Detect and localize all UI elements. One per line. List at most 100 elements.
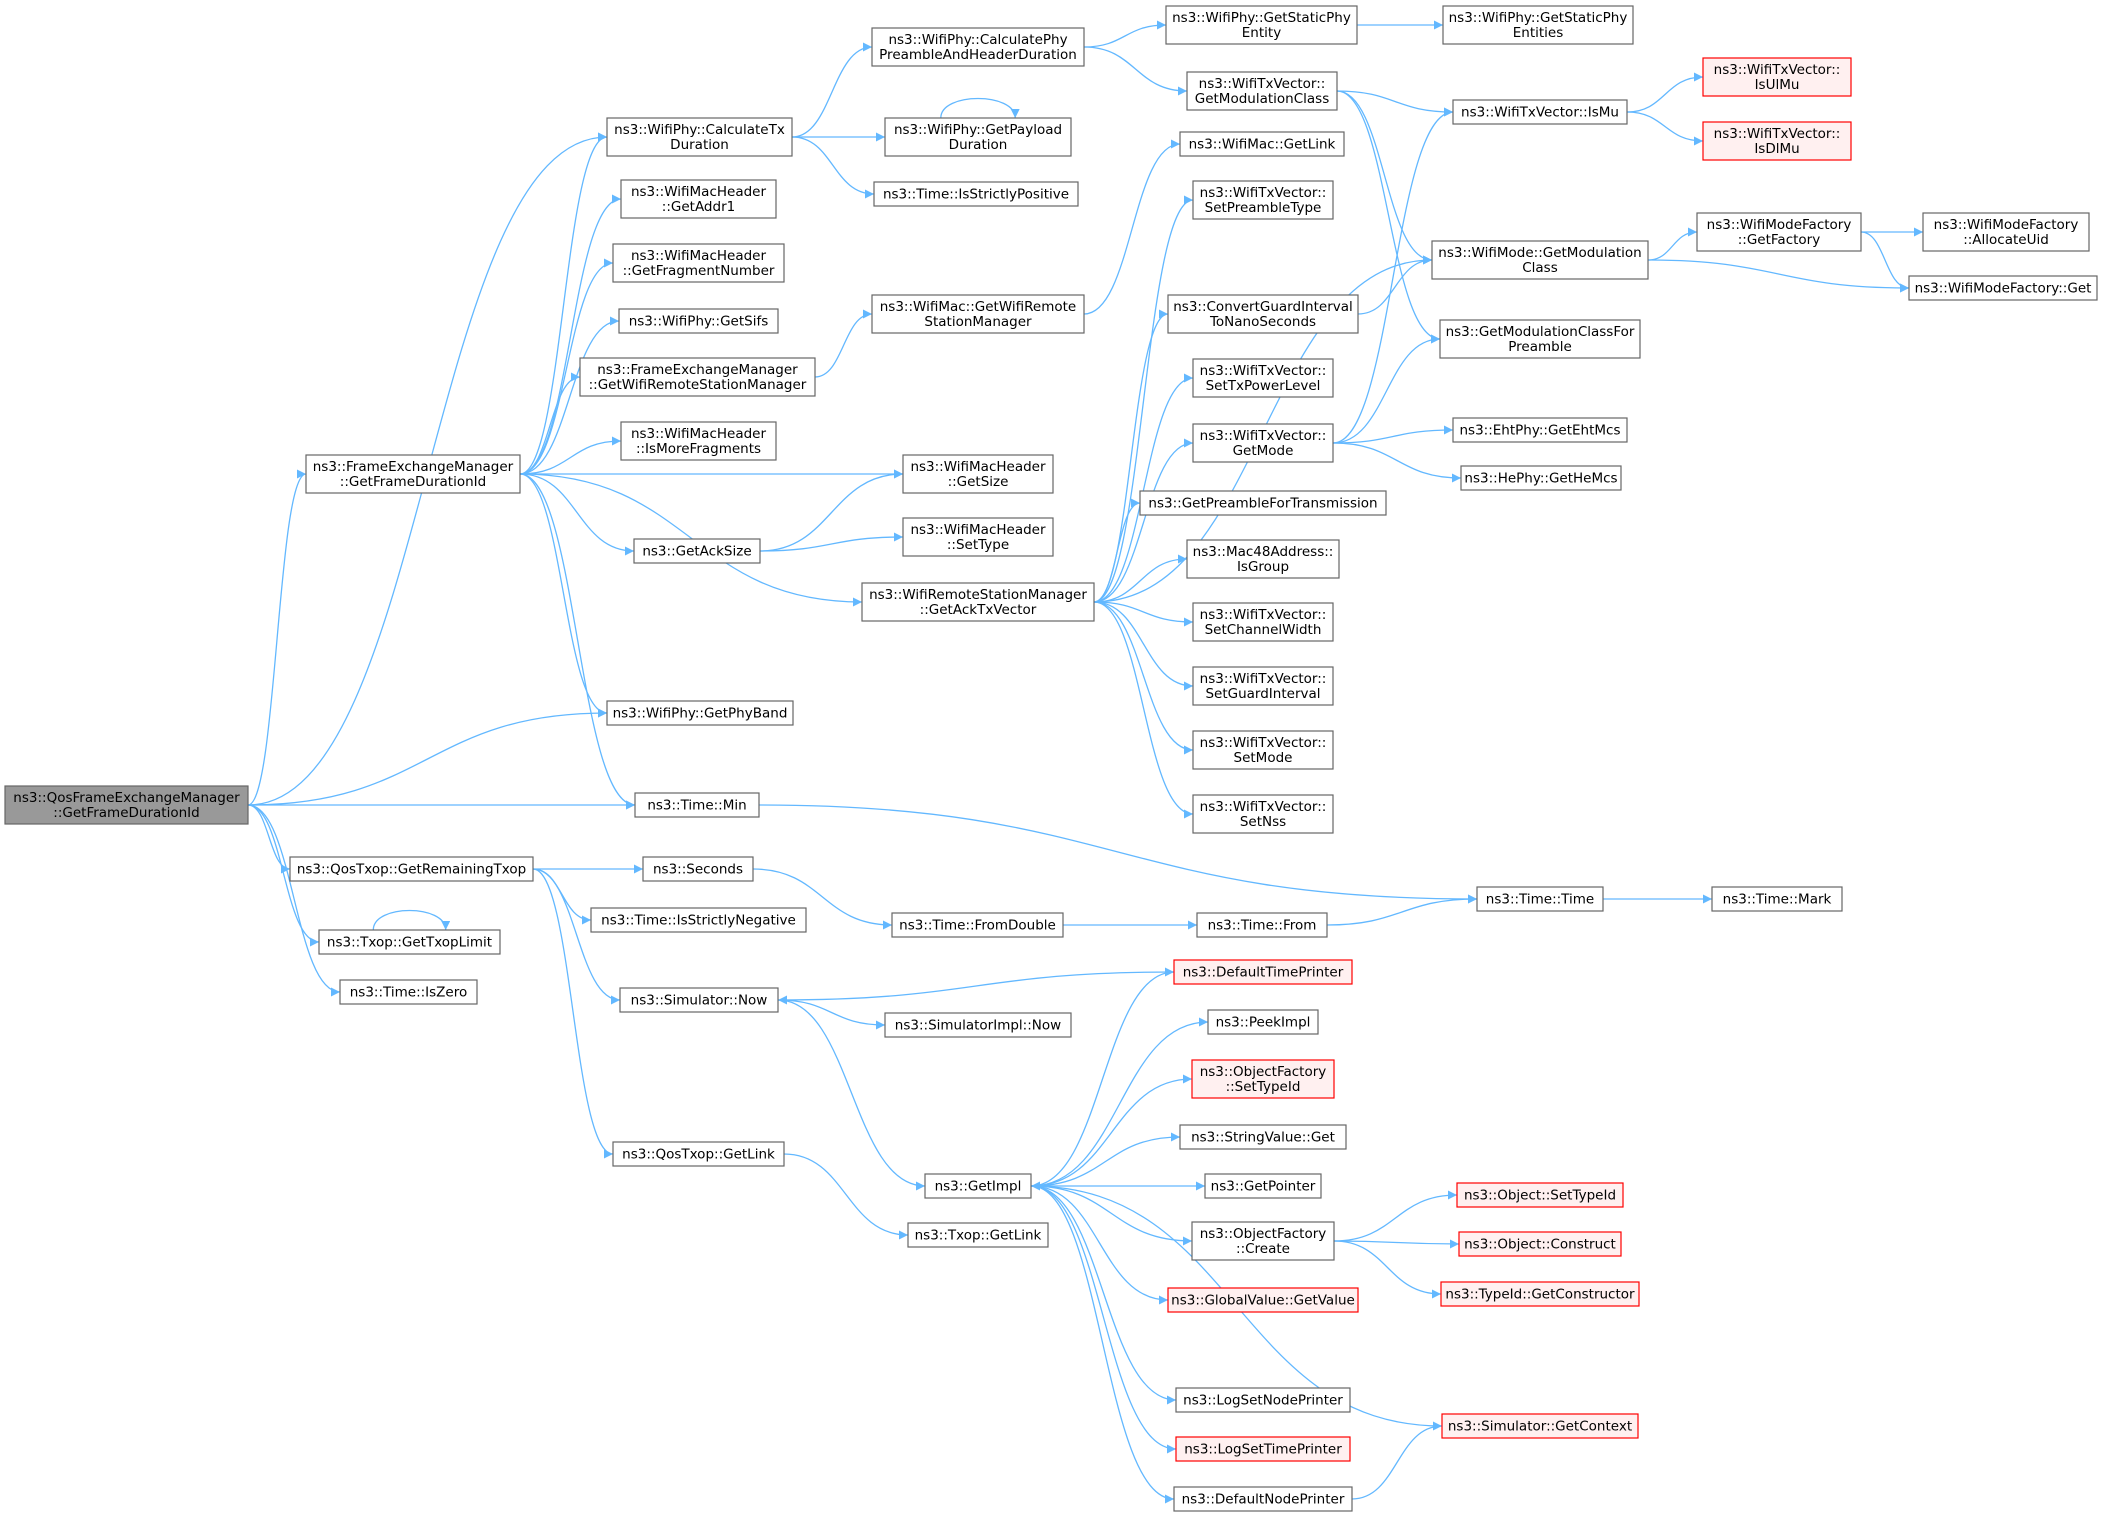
graph-node[interactable]: ns3::Time::IsStrictlyPositive (873, 181, 1079, 207)
graph-node[interactable]: ns3::Time::FromDouble (891, 912, 1064, 938)
node-box[interactable] (1192, 358, 1334, 398)
node-box[interactable] (634, 792, 760, 818)
graph-node[interactable]: ns3::GetPointer (1204, 1173, 1322, 1199)
graph-node[interactable]: ns3::FrameExchangeManager::GetFrameDurat… (305, 454, 521, 494)
node-box[interactable] (1922, 212, 2090, 252)
graph-node[interactable]: ns3::WifiMacHeader::GetFragmentNumber (612, 243, 785, 283)
graph-node[interactable]: ns3::Txop::GetTxopLimit (318, 929, 501, 955)
node-box[interactable] (924, 1173, 1032, 1199)
graph-node[interactable]: ns3::WifiMacHeader::GetSize (902, 454, 1054, 494)
node-box[interactable] (590, 907, 807, 933)
graph-node[interactable]: ns3::WifiModeFactory::AllocateUid (1922, 212, 2090, 252)
node-box[interactable] (873, 181, 1079, 207)
graph-node[interactable]: ns3::WifiMode::GetModulationClass (1431, 240, 1649, 280)
graph-node[interactable]: ns3::LogSetNodePrinter (1175, 1387, 1351, 1413)
node-box[interactable] (884, 117, 1072, 157)
node-box[interactable] (1186, 71, 1338, 111)
node-box[interactable] (1207, 1009, 1319, 1035)
graph-node[interactable]: ns3::Time::IsZero (339, 979, 478, 1005)
node-box[interactable] (606, 117, 793, 157)
graph-node[interactable]: ns3::WifiMacHeader::IsMoreFragments (620, 421, 777, 461)
graph-node[interactable]: ns3::WifiModeFactory::Get (1908, 275, 2098, 301)
node-box[interactable] (1711, 886, 1843, 912)
graph-node[interactable]: ns3::SimulatorImpl::Now (884, 1012, 1072, 1038)
node-box[interactable] (318, 929, 501, 955)
graph-node[interactable]: ns3::WifiTxVector::IsDlMu (1702, 121, 1852, 161)
node-box[interactable] (861, 582, 1095, 622)
graph-node[interactable]: ns3::FrameExchangeManager::GetWifiRemote… (579, 357, 816, 397)
node-box[interactable] (1167, 294, 1359, 334)
node-box[interactable] (1192, 666, 1334, 706)
graph-node[interactable]: ns3::Object::Construct (1458, 1231, 1622, 1257)
graph-node[interactable]: ns3::DefaultNodePrinter (1173, 1486, 1353, 1512)
node-box[interactable] (1458, 1231, 1622, 1257)
node-box[interactable] (612, 1141, 785, 1167)
node-box[interactable] (633, 538, 761, 564)
node-box[interactable] (1192, 180, 1334, 220)
graph-node[interactable]: ns3::TypeId::GetConstructor (1440, 1281, 1640, 1307)
node-box[interactable] (619, 987, 779, 1013)
node-box[interactable] (1452, 99, 1628, 125)
node-box[interactable] (1476, 886, 1604, 912)
graph-node[interactable]: ns3::WifiMacHeader::GetAddr1 (620, 179, 777, 219)
node-box[interactable] (1460, 465, 1622, 491)
node-box[interactable] (884, 1012, 1072, 1038)
graph-node[interactable]: ns3::Seconds (642, 856, 754, 882)
graph-node[interactable]: ns3::Txop::GetLink (907, 1222, 1049, 1248)
graph-node[interactable]: ns3::WifiTxVector::SetTxPowerLevel (1192, 358, 1334, 398)
graph-node[interactable]: ns3::WifiTxVector::SetMode (1192, 730, 1334, 770)
graph-node[interactable]: ns3::PeekImpl (1207, 1009, 1319, 1035)
node-box[interactable] (1440, 1281, 1640, 1307)
graph-node[interactable]: ns3::QosFrameExchangeManager::GetFrameDu… (4, 785, 249, 825)
node-box[interactable] (1431, 240, 1649, 280)
graph-node[interactable]: ns3::Time::Mark (1711, 886, 1843, 912)
graph-node[interactable]: ns3::WifiMac::GetWifiRemoteStationManage… (871, 294, 1085, 334)
node-box[interactable] (902, 517, 1054, 557)
graph-node[interactable]: ns3::Mac48Address::IsGroup (1186, 539, 1340, 579)
graph-node[interactable]: ns3::EhtPhy::GetEhtMcs (1452, 417, 1628, 443)
node-box[interactable] (606, 700, 794, 726)
node-box[interactable] (1456, 1182, 1624, 1208)
node-box[interactable] (1439, 319, 1641, 359)
node-box[interactable] (1908, 275, 2098, 301)
node-box[interactable] (339, 979, 478, 1005)
graph-node[interactable]: ns3::Time::Min (634, 792, 760, 818)
graph-node[interactable]: ns3::WifiTxVector::GetMode (1192, 423, 1334, 463)
graph-node[interactable]: ns3::WifiTxVector::IsUlMu (1702, 57, 1852, 97)
node-box[interactable] (1167, 1287, 1359, 1313)
node-box[interactable] (4, 785, 249, 825)
graph-node[interactable]: ns3::GetAckSize (633, 538, 761, 564)
graph-node[interactable]: ns3::WifiTxVector::IsMu (1452, 99, 1628, 125)
node-box[interactable] (1442, 5, 1634, 45)
node-box[interactable] (1192, 794, 1334, 834)
node-box[interactable] (289, 856, 534, 882)
node-box[interactable] (871, 27, 1085, 67)
node-box[interactable] (1191, 1221, 1335, 1261)
graph-node[interactable]: ns3::QosTxop::GetRemainingTxop (289, 856, 534, 882)
node-box[interactable] (1192, 602, 1334, 642)
node-box[interactable] (871, 294, 1085, 334)
node-box[interactable] (620, 421, 777, 461)
node-box[interactable] (1175, 1436, 1351, 1462)
node-box[interactable] (1196, 912, 1328, 938)
node-box[interactable] (1175, 1387, 1351, 1413)
graph-node[interactable]: ns3::WifiModeFactory::GetFactory (1696, 212, 1862, 252)
graph-node[interactable]: ns3::WifiPhy::CalculatePhyPreambleAndHea… (871, 27, 1085, 67)
node-box[interactable] (1441, 1413, 1639, 1439)
graph-node[interactable]: ns3::WifiPhy::GetPhyBand (606, 700, 794, 726)
node-box[interactable] (1452, 417, 1628, 443)
graph-node[interactable]: ns3::GetImpl (924, 1173, 1032, 1199)
node-box[interactable] (642, 856, 754, 882)
node-box[interactable] (1165, 5, 1358, 45)
graph-node[interactable]: ns3::WifiMacHeader::SetType (902, 517, 1054, 557)
node-box[interactable] (1192, 730, 1334, 770)
node-box[interactable] (902, 454, 1054, 494)
graph-node[interactable]: ns3::DefaultTimePrinter (1173, 959, 1353, 985)
graph-node[interactable]: ns3::Simulator::GetContext (1441, 1413, 1639, 1439)
node-box[interactable] (891, 912, 1064, 938)
